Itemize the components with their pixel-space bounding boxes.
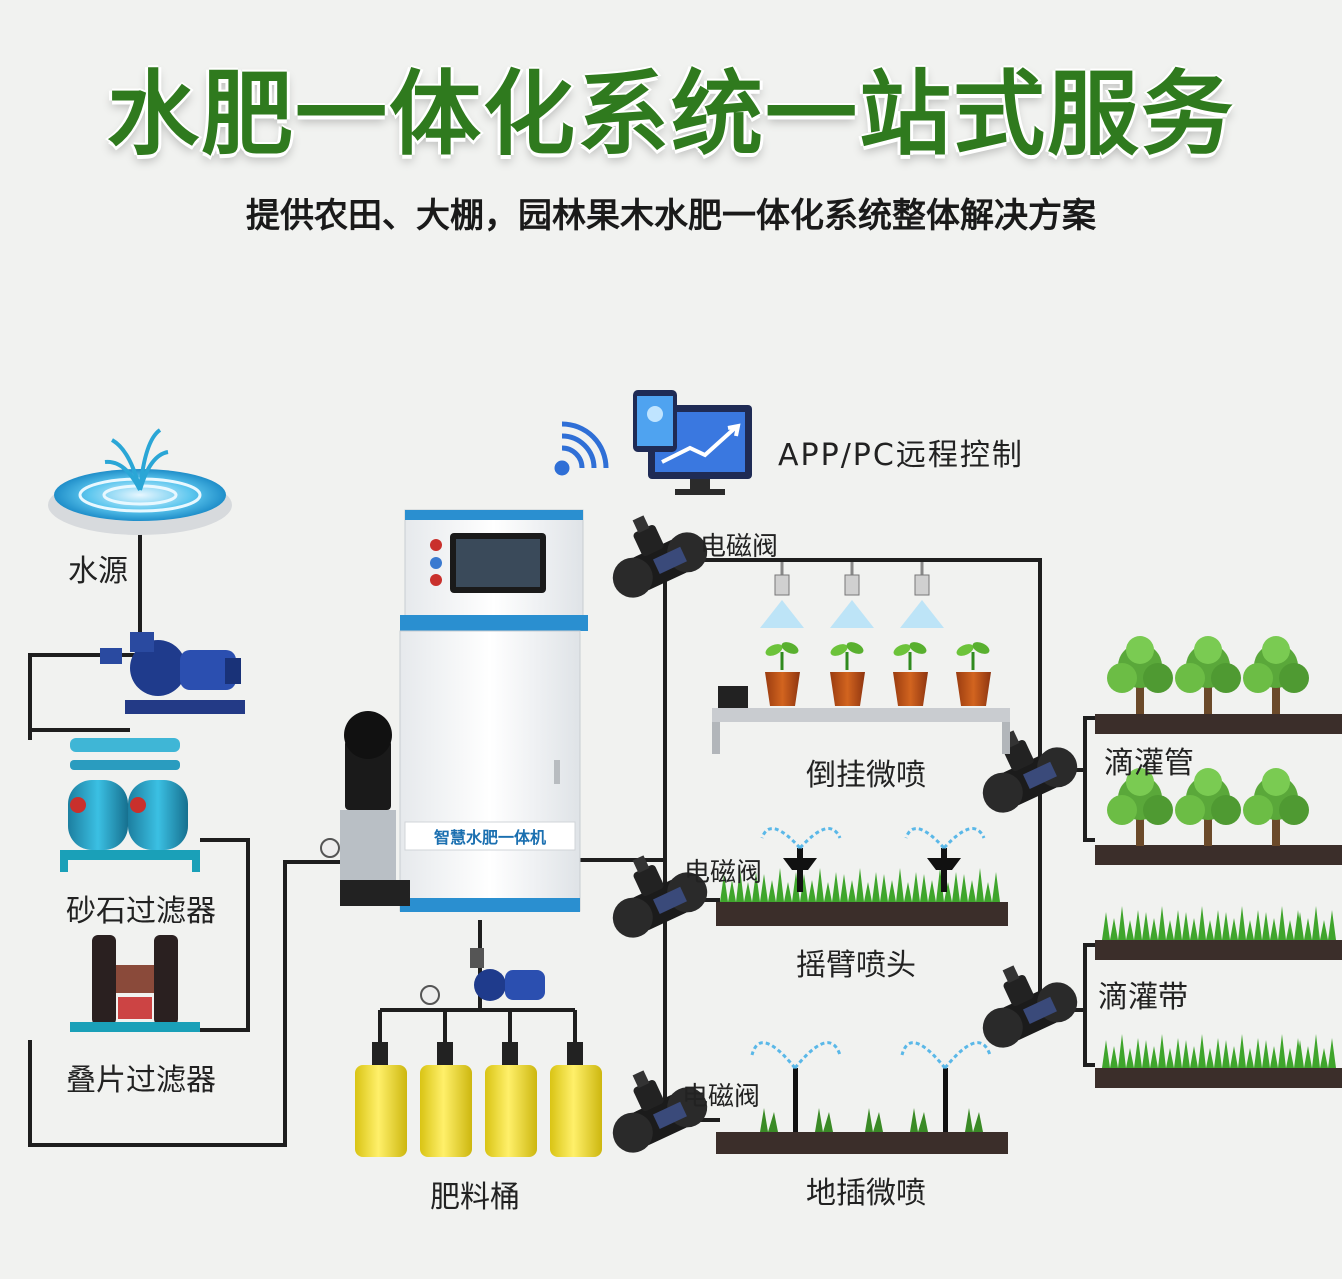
fertigation-machine xyxy=(320,509,588,912)
label-solenoid-valve-bottom: 电磁阀 xyxy=(682,1082,761,1112)
label-ground-micro-spray: 地插微喷 xyxy=(806,1176,926,1211)
machine-panel-label: 智慧水肥一体机 xyxy=(434,828,546,847)
label-remote-control: APP/PC远程控制 xyxy=(778,438,1024,473)
label-fertilizer-bucket: 肥料桶 xyxy=(430,1180,520,1215)
label-disc-filter: 叠片过滤器 xyxy=(66,1063,216,1098)
page-subtitle: 提供农田、大棚，园林果木水肥一体化系统整体解决方案 xyxy=(246,196,1096,236)
water-fountain-icon xyxy=(48,428,232,535)
pump-icon xyxy=(100,632,245,714)
wifi-signal-icon xyxy=(554,421,609,476)
fertilizer-pump-icon xyxy=(420,948,545,1005)
pipe-network xyxy=(28,525,1095,1147)
sand-filter-icon xyxy=(60,738,200,872)
page-title: 水肥一体化系统一站式服务 xyxy=(106,61,1235,168)
label-solenoid-valve-top: 电磁阀 xyxy=(700,532,779,562)
label-solenoid-valve-middle: 电磁阀 xyxy=(684,858,763,888)
disc-filter-icon xyxy=(70,935,200,1032)
drip-pipe-zone xyxy=(1095,636,1342,865)
hanging-micro-spray-zone xyxy=(712,562,1010,754)
label-rocker-sprinkler: 摇臂喷头 xyxy=(796,948,916,983)
label-water-source: 水源 xyxy=(68,554,128,589)
drip-tape-zone xyxy=(1095,906,1342,1088)
ground-micro-spray-zone xyxy=(716,1041,1008,1154)
rocker-sprinkler-zone xyxy=(716,827,1008,926)
label-sand-filter: 砂石过滤器 xyxy=(66,894,216,929)
monitor-phone-icon xyxy=(633,390,752,495)
label-drip-pipe: 滴灌管 xyxy=(1104,746,1194,781)
fertilizer-buckets xyxy=(355,1042,602,1157)
label-drip-tape: 滴灌带 xyxy=(1098,980,1188,1015)
label-hanging-micro-spray: 倒挂微喷 xyxy=(806,758,926,793)
